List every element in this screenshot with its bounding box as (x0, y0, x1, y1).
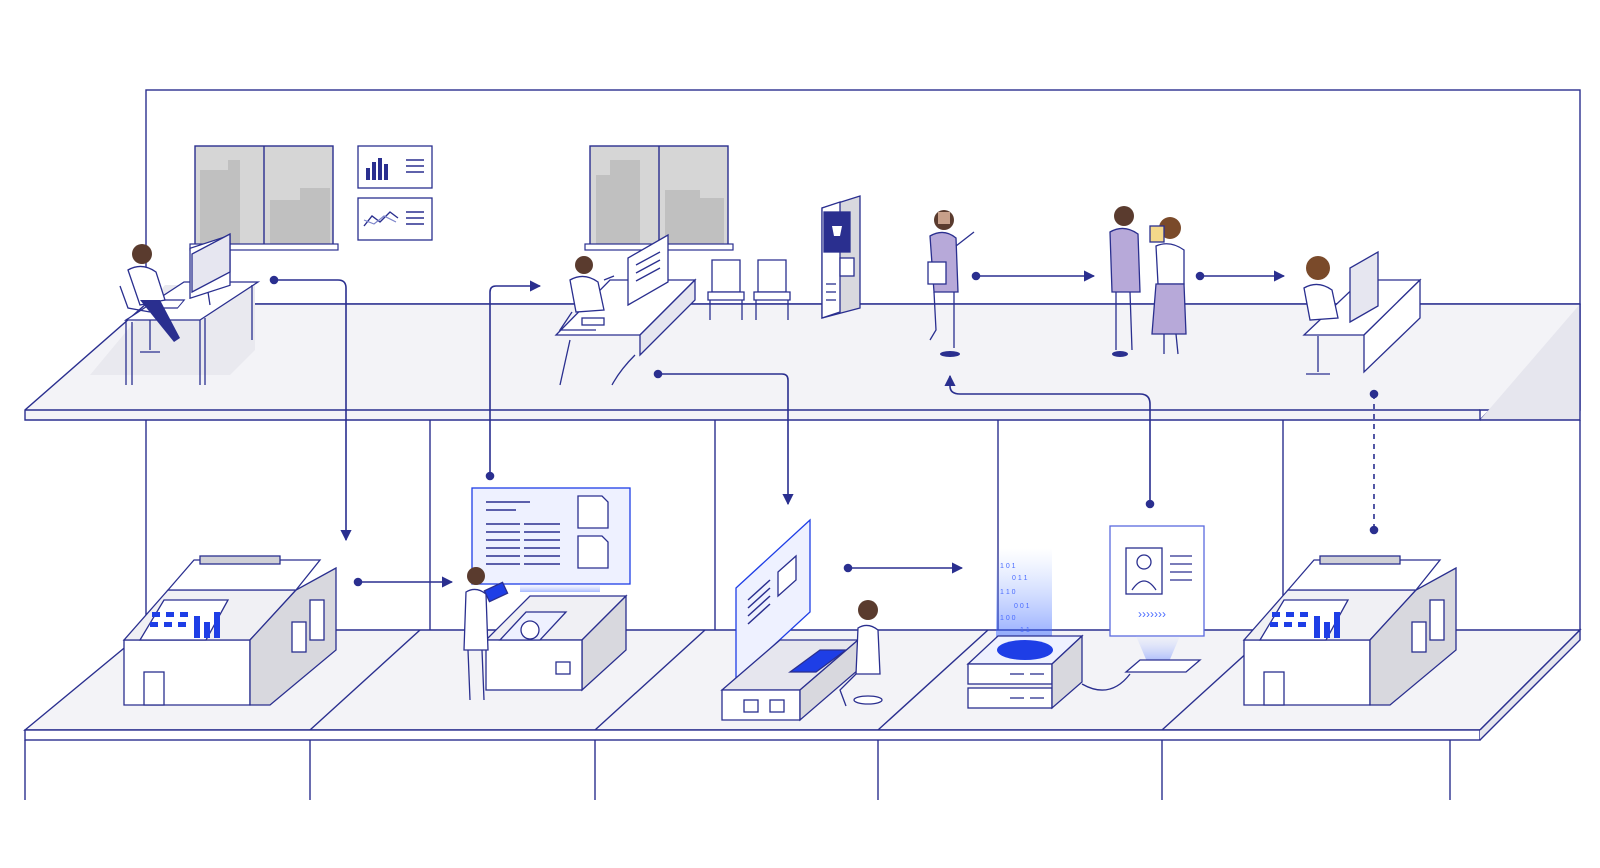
svg-text:0 0 1: 0 0 1 (1014, 603, 1030, 610)
data-server: 1 0 1 0 1 1 1 1 0 0 0 1 1 0 0 1 1 (966, 548, 1084, 710)
meeting (1109, 206, 1187, 357)
printer-left (122, 555, 337, 706)
window-center (584, 145, 734, 251)
line-chart-icon (357, 197, 433, 241)
reception-desk (554, 233, 697, 386)
svg-text:›››››››: ››››››› (1138, 607, 1166, 621)
printer-right (1242, 555, 1457, 706)
flow-connectors (269, 270, 1379, 588)
svg-text:1 0 1: 1 0 1 (1000, 563, 1016, 570)
document-scanner (463, 487, 631, 701)
waiting-area (707, 259, 791, 320)
svg-text:0 1 1: 0 1 1 (1012, 575, 1028, 582)
coffee-machine-icon (821, 195, 861, 319)
visitor (927, 210, 975, 357)
desk-worker (90, 232, 261, 385)
svg-text:1 1 0: 1 1 0 (1000, 589, 1016, 596)
bar-chart-icon (357, 145, 433, 189)
final-desk (1302, 250, 1422, 375)
svg-text:1 0 0: 1 0 0 (1000, 615, 1016, 622)
operator-console (720, 518, 883, 722)
profile-card-icon: ››››››› (1081, 525, 1205, 691)
svg-text:1 1: 1 1 (1020, 627, 1030, 634)
window-left (189, 145, 339, 251)
